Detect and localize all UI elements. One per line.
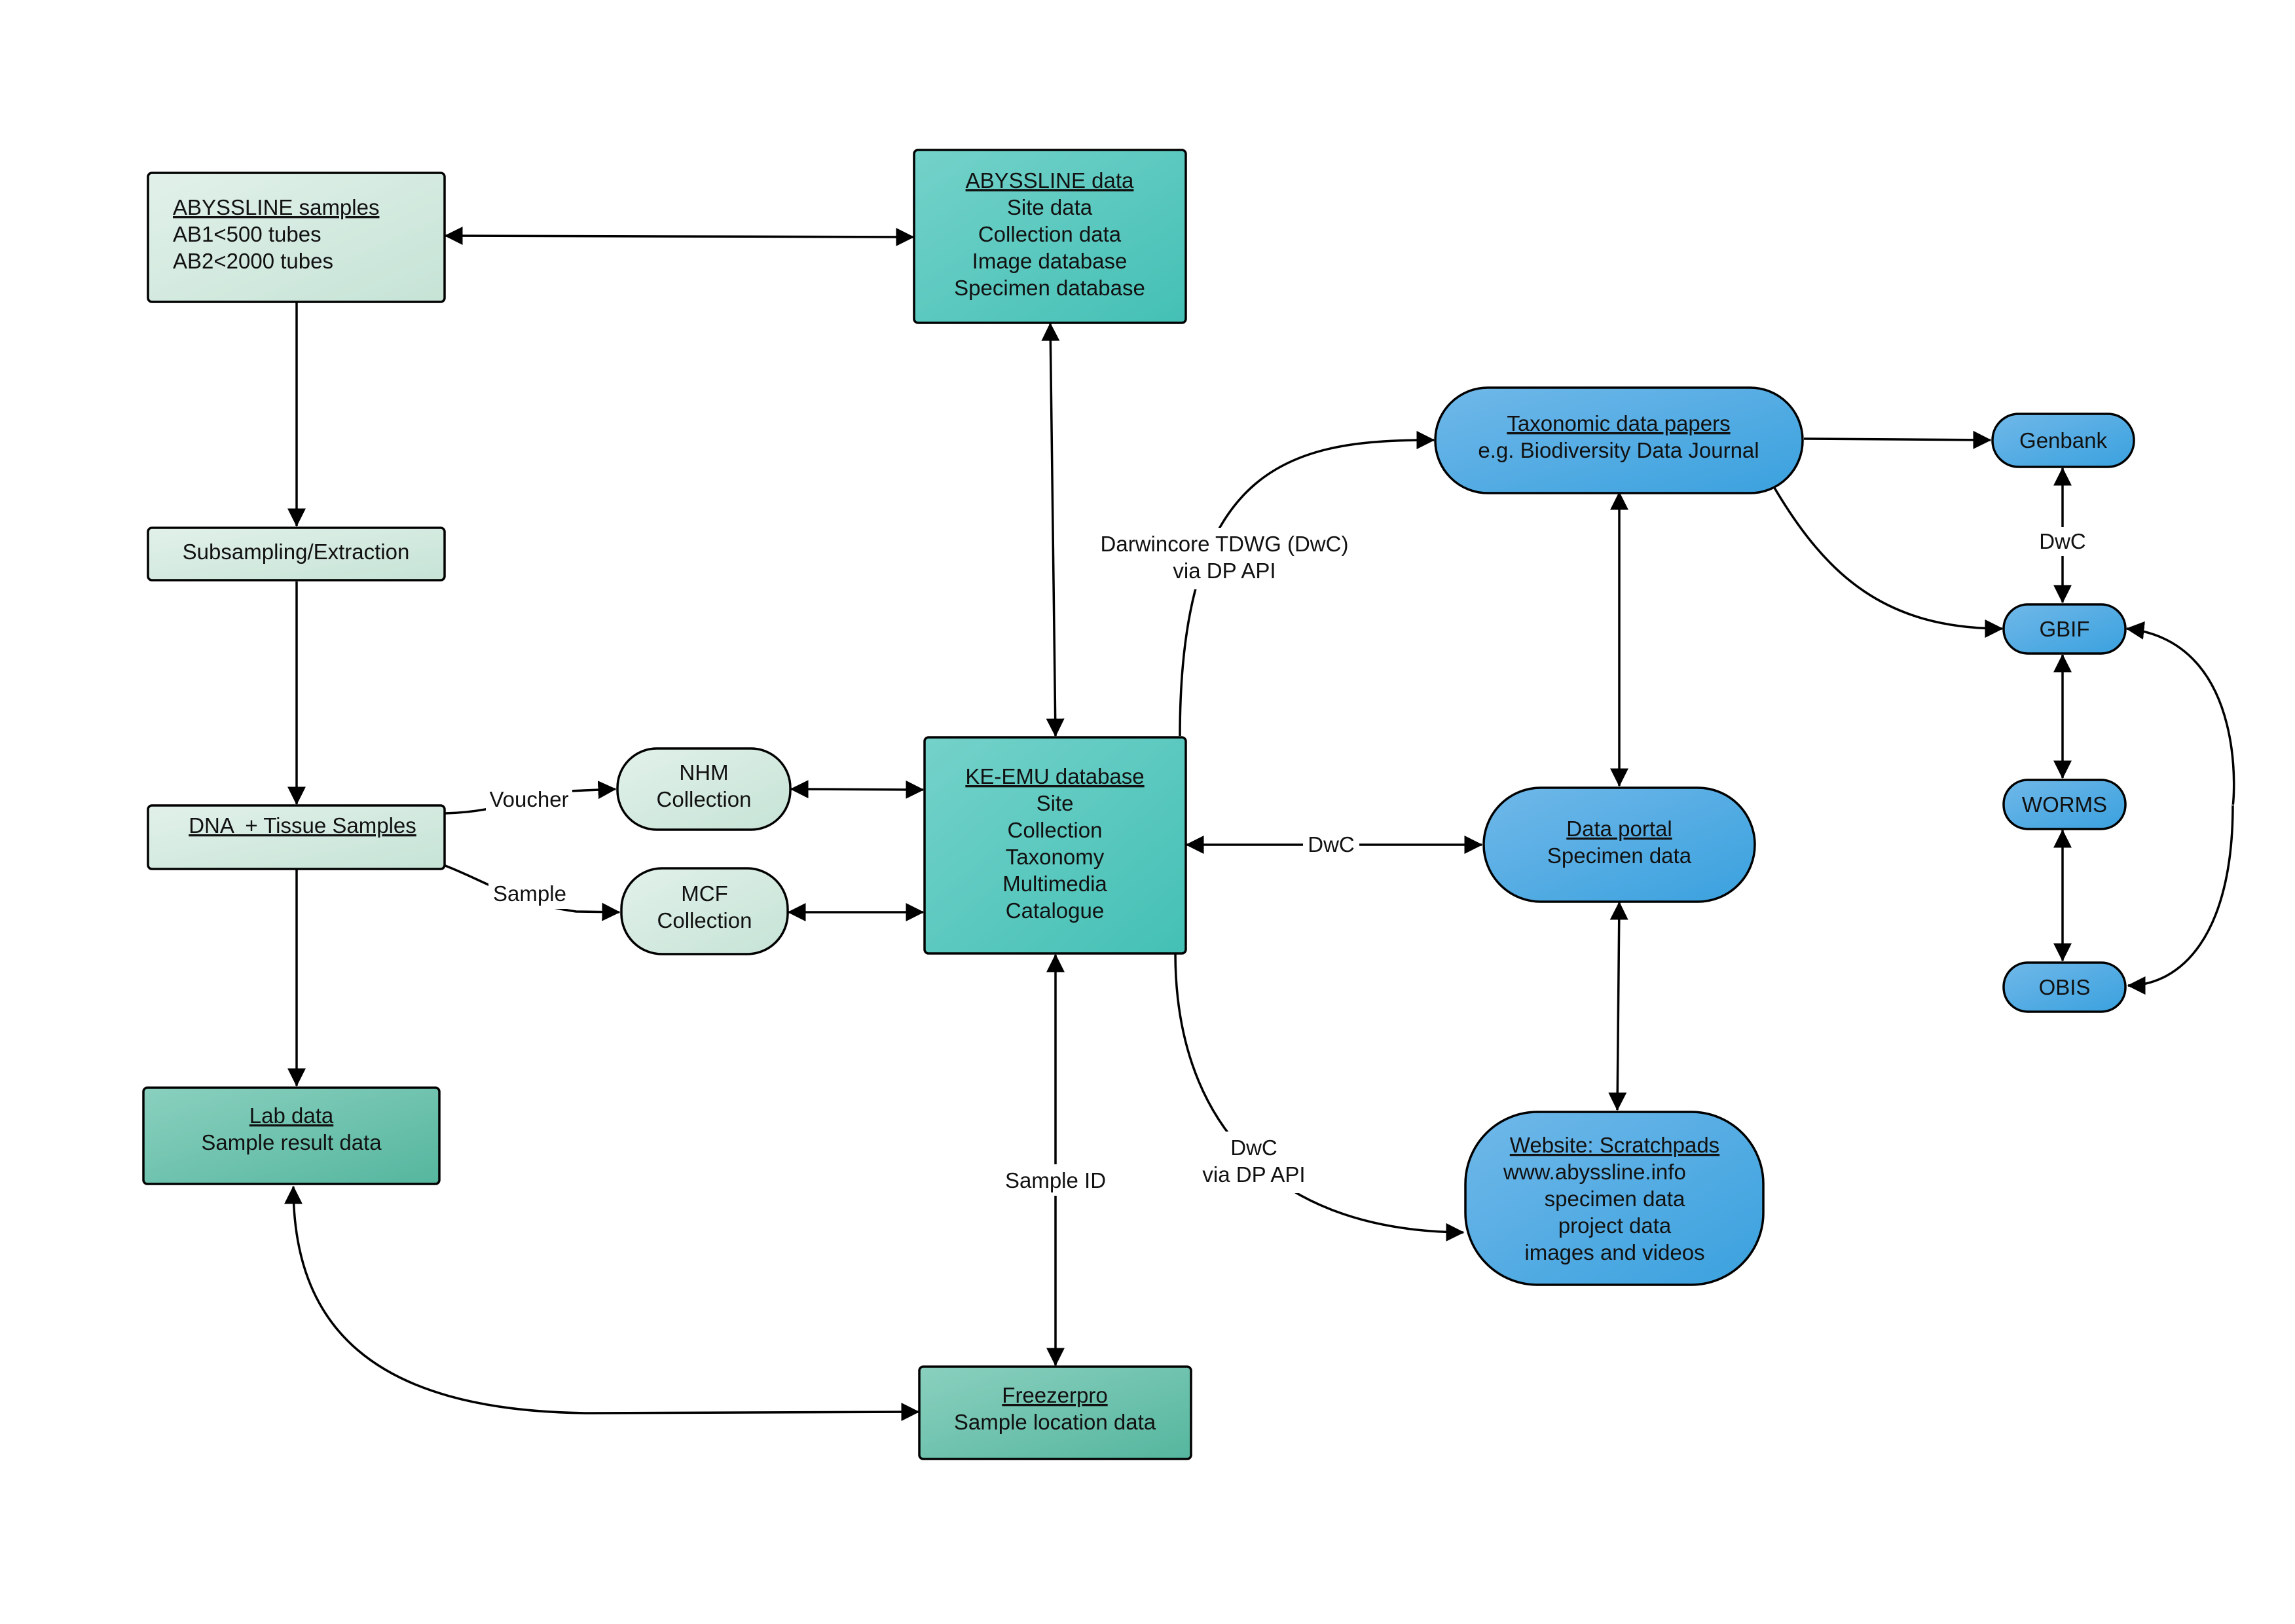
node-gbif: GBIF bbox=[2002, 603, 2127, 655]
abyssline-samples-line-1: AB1<500 tubes bbox=[173, 222, 321, 246]
obis-title: OBIS bbox=[2039, 975, 2091, 999]
abyssline-data-line-4: Specimen database bbox=[954, 276, 1145, 300]
abyssline-samples-line-2: AB2<2000 tubes bbox=[173, 249, 333, 273]
lab-data-title: Lab data bbox=[249, 1103, 334, 1128]
abyssline-data-line-2: Collection data bbox=[978, 222, 1122, 246]
mcf-collection-line-1: MCF bbox=[681, 881, 727, 906]
label-dwc-genbank-gbif: DwC bbox=[2039, 529, 2086, 553]
label-dwc-portal: DwC bbox=[1308, 832, 1355, 857]
taxonomic-papers-title: Taxonomic data papers bbox=[1507, 411, 1730, 435]
nhm-collection-line-1: NHM bbox=[679, 760, 728, 784]
nhm-collection-line-2: Collection bbox=[657, 787, 752, 811]
website-title: Website: Scratchpads bbox=[1510, 1133, 1719, 1157]
gbif-title: GBIF bbox=[2039, 617, 2089, 641]
node-website-scratchpads: Website: Scratchpads www.abyssline.info … bbox=[1464, 1111, 1765, 1286]
edge-gbif-obis bbox=[2125, 621, 2235, 995]
dna-tissue-title: DNA + Tissue Samples bbox=[189, 813, 416, 838]
ke-emu-line-5: Catalogue bbox=[1006, 898, 1104, 923]
edge-data-keemu bbox=[1041, 322, 1065, 737]
edge-nhm-keemu bbox=[790, 780, 925, 799]
ke-emu-line-3: Taxonomy bbox=[1006, 845, 1105, 869]
node-abyssline-samples: ABYSSLINE samples AB1<500 tubes AB2<2000… bbox=[147, 172, 446, 303]
label-dwc-api-line1: DwC bbox=[1230, 1135, 1277, 1160]
data-portal-line-1: Specimen data bbox=[1547, 843, 1692, 868]
ke-emu-line-2: Collection bbox=[1008, 818, 1103, 842]
freezerpro-line-1: Sample location data bbox=[954, 1410, 1156, 1434]
edge-samples-data bbox=[444, 227, 915, 246]
edge-labels: Voucher Sample Darwincore TDWG (DwC) via… bbox=[486, 527, 2093, 1196]
genbank-title: Genbank bbox=[2019, 428, 2107, 452]
taxonomic-papers-line-1: e.g. Biodiversity Data Journal bbox=[1478, 438, 1759, 462]
edge-papers-gbif bbox=[1773, 487, 2004, 638]
label-darwincore-line1: Darwincore TDWG (DwC) bbox=[1101, 532, 1349, 556]
node-obis: OBIS bbox=[2002, 961, 2127, 1013]
node-mcf-collection: MCF Collection bbox=[620, 867, 789, 955]
edge-keemu-papers bbox=[1179, 431, 1435, 737]
node-data-portal: Data portal Specimen data bbox=[1482, 786, 1756, 903]
abyssline-samples-title: ABYSSLINE samples bbox=[173, 195, 379, 219]
abyssline-data-title: ABYSSLINE data bbox=[966, 168, 1134, 193]
data-portal-title: Data portal bbox=[1566, 817, 1672, 841]
label-sample: Sample bbox=[493, 881, 566, 906]
node-taxonomic-papers: Taxonomic data papers e.g. Biodiversity … bbox=[1434, 386, 1804, 494]
edge-portal-website bbox=[1608, 901, 1628, 1111]
node-lab-data: Lab data Sample result data bbox=[142, 1086, 441, 1185]
node-subsampling: Subsampling/Extraction bbox=[147, 526, 446, 581]
edge-papers-genbank bbox=[1803, 430, 1992, 449]
label-voucher: Voucher bbox=[489, 787, 568, 811]
label-dwc-api-line2: via DP API bbox=[1202, 1162, 1305, 1187]
website-line-3: project data bbox=[1558, 1213, 1672, 1238]
website-line-2: specimen data bbox=[1545, 1187, 1685, 1211]
edge-lab-freezer bbox=[284, 1185, 920, 1422]
freezerpro-title: Freezerpro bbox=[1002, 1383, 1107, 1407]
website-line-1: www.abyssline.info bbox=[1503, 1160, 1686, 1184]
ke-emu-line-4: Multimedia bbox=[1002, 872, 1107, 896]
website-line-4: images and videos bbox=[1524, 1240, 1704, 1264]
mcf-collection-line-2: Collection bbox=[657, 908, 752, 932]
abyssline-data-line-1: Site data bbox=[1007, 195, 1093, 219]
node-freezerpro: Freezerpro Sample location data bbox=[918, 1365, 1192, 1460]
node-abyssline-data: ABYSSLINE data Site data Collection data… bbox=[913, 149, 1187, 324]
label-darwincore-line2: via DP API bbox=[1173, 559, 1276, 583]
edges bbox=[284, 227, 2235, 1422]
node-dna-tissue: DNA + Tissue Samples bbox=[147, 804, 446, 870]
node-nhm-collection: NHM Collection bbox=[616, 747, 792, 831]
node-ke-emu-database: KE-EMU database Site Collection Taxonomy… bbox=[923, 736, 1187, 955]
node-worms: WORMS bbox=[2002, 779, 2127, 830]
node-genbank: Genbank bbox=[1991, 413, 2135, 468]
ke-emu-line-1: Site bbox=[1037, 791, 1074, 815]
lab-data-line-1: Sample result data bbox=[201, 1130, 382, 1154]
subsampling-title: Subsampling/Extraction bbox=[183, 540, 410, 564]
label-sample-id: Sample ID bbox=[1005, 1168, 1106, 1192]
worms-title: WORMS bbox=[2022, 792, 2107, 817]
abyssline-data-line-3: Image database bbox=[972, 249, 1128, 273]
ke-emu-title: KE-EMU database bbox=[965, 764, 1144, 788]
